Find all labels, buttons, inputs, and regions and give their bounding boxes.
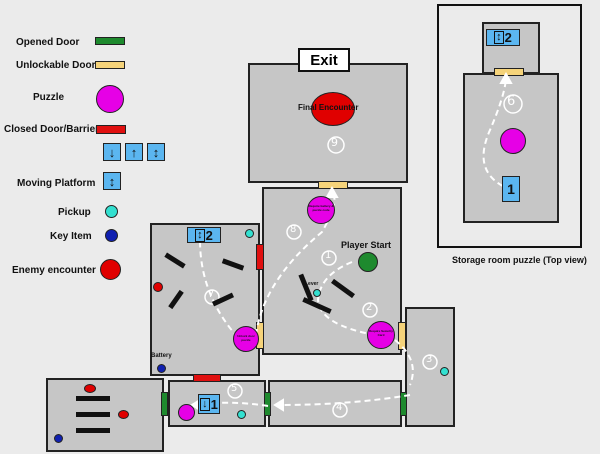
legend-opened-door-label: Opened Door [16,37,80,48]
legend-pickup-icon [105,205,118,218]
platform-number: 2 [504,30,512,45]
arrow-down-icon: ↓ [200,397,210,411]
step-3: 3 [426,354,433,365]
legend-closed-door-swatch [96,125,126,134]
step-4: 4 [336,402,343,413]
step-9-ring [327,136,345,154]
step-2: 2 [366,302,373,313]
east-corridor-pickup[interactable] [440,367,449,376]
legend-puzzle-icon [96,85,124,113]
legend-closed-door-label: Closed Door/Barrier [4,124,100,135]
arrow-up-down-icon: ↕ [147,143,165,161]
puzzle-unlock-door[interactable] [233,326,259,352]
legend-enemy-icon [100,259,121,280]
open-door-corridor[interactable] [400,392,407,416]
platform-number: 1 [210,396,218,412]
legend-puzzle-label: Puzzle [33,92,65,103]
legend-enemy-label: Enemy encounter [12,265,96,276]
open-door-start[interactable] [161,392,168,416]
storage-step-ring [503,94,523,114]
puzzle-battery-text: Require battery & puzzle code [308,204,334,212]
west-room-platform[interactable]: ↕ 2 [187,227,221,243]
arrow-head-8 [325,185,339,198]
final-encounter-enemy[interactable] [311,92,355,126]
legend-pickup-label: Pickup [58,207,91,218]
platform-room-pickup[interactable] [237,410,246,419]
arrow-down-icon: ↓ [103,143,121,161]
arrow-head-storage [499,71,513,84]
step-5: 5 [231,383,238,394]
step-5-ring [227,383,243,399]
door-east-corridor[interactable] [398,322,406,350]
platform-room-platform[interactable]: ↓ 1 [198,394,220,414]
obstacle-wall [76,428,110,433]
arrow-up-icon: ↑ [125,143,143,161]
puzzle-security[interactable] [367,321,395,349]
legend-unlockable-door-label: Unlockable Door [16,60,96,71]
west-room-pickup[interactable] [245,229,254,238]
south-corridor [268,380,402,427]
path-1-2 [316,261,376,336]
platform-number: 2 [205,227,213,243]
legend-moving-platform-label: Moving Platform [17,178,96,189]
legend-key-item-label: Key Item [50,231,92,242]
lever-pickup[interactable] [313,289,321,297]
puzzle-unlock-text: Unlock door puzzle [237,334,255,342]
step-2-ring [362,302,378,318]
storage-step: 6 [507,94,516,109]
final-encounter-label: Final Encounter [298,103,359,112]
storage-puzzle[interactable] [500,128,526,154]
exit-sign[interactable]: Exit [298,48,350,72]
step-4-ring [332,402,348,418]
obstacle-wall [76,396,110,401]
path-4 [277,394,411,406]
lever-label: Lever [305,281,319,287]
open-door-platform[interactable] [264,392,271,416]
battery-label: Battery [151,353,172,359]
legend-unlockable-door-swatch [95,61,125,69]
start-room-enemy-right[interactable] [118,410,129,419]
storage-door[interactable] [494,68,524,76]
step-3-ring [422,354,438,370]
start-room-key-item[interactable] [54,434,63,443]
storage-caption: Storage room puzzle (Top view) [452,255,587,265]
puzzle-battery[interactable] [307,196,335,224]
step-1-ring [321,250,337,266]
barrier-platform-room [193,374,221,382]
step-9: 9 [331,136,338,149]
storage-path [482,77,513,191]
battery-key-item[interactable] [157,364,166,373]
arrow-head-4 [273,398,284,412]
arrow-up-down-icon: ↕ [494,31,504,44]
obstacle-wall [76,412,110,417]
platform-room-puzzle[interactable] [178,404,195,421]
path-8 [254,191,336,346]
barrier-west-room [256,244,264,270]
puzzle-security-text: Require Security Card [369,329,393,337]
step-8: 8 [290,224,297,235]
moving-platform-icon: ↕ [103,172,121,190]
player-start-label: Player Start [341,240,392,250]
legend-opened-door-swatch [95,37,125,45]
player-start-marker [358,252,378,272]
step-8-ring [286,224,302,240]
step-7: 7 [208,289,215,300]
step-1: 1 [325,250,332,261]
legend-key-item-icon [105,229,118,242]
storage-platform-2[interactable]: ↕ 2 [486,29,520,46]
west-room-enemy[interactable] [153,282,163,292]
path-3 [394,339,414,386]
storage-platform-1[interactable]: 1 [502,176,520,202]
start-room-enemy-top[interactable] [84,384,96,393]
arrow-up-down-icon: ↕ [195,228,205,242]
storage-room-frame [437,4,582,248]
